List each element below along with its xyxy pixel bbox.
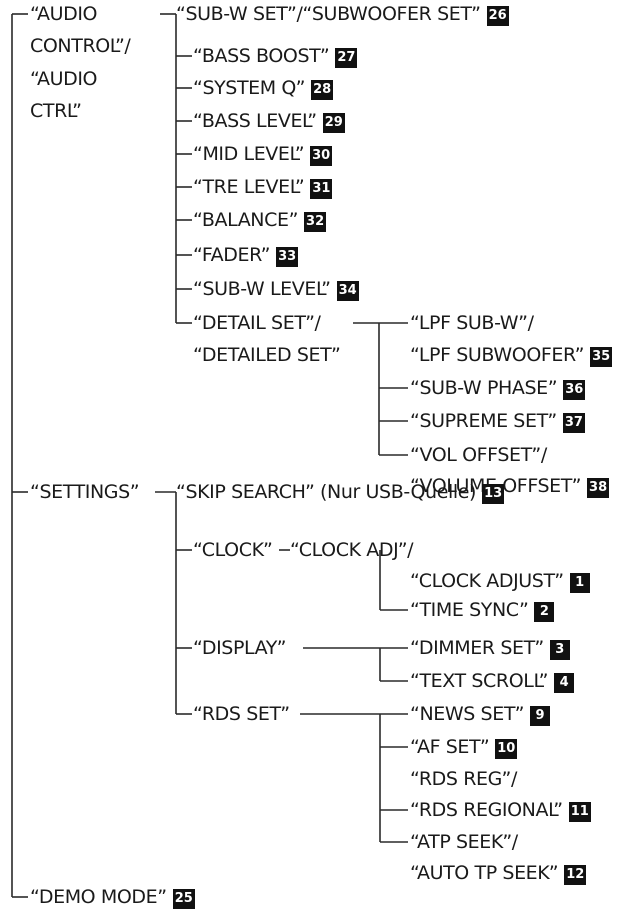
- item-label: “TEXT SCROLL”: [410, 670, 549, 692]
- item-label: “AUTO TP SEEK”: [410, 862, 559, 884]
- page-ref-badge: 10: [495, 739, 518, 759]
- page-ref-badge: 37: [562, 413, 585, 433]
- page-ref-badge: 29: [322, 113, 345, 133]
- item-label: “SUB-W LEVEL”: [193, 278, 331, 300]
- page-ref-badge: 13: [482, 484, 505, 504]
- page-ref-badge: 27: [335, 48, 358, 68]
- menu-item-time-sync: “TIME SYNC”2: [410, 598, 555, 622]
- item-label: “FADER”: [193, 244, 271, 266]
- page-ref-badge: 1: [569, 573, 590, 593]
- menu-item-mid-level: “MID LEVEL”30: [193, 142, 333, 166]
- menu-item-rds-reg-line2: “RDS REGIONAL”11: [410, 798, 591, 822]
- audio-control-label-line3: “AUDIO: [30, 68, 98, 90]
- page-ref-badge: 31: [310, 179, 333, 199]
- item-label: “SKIP SEARCH” (Nur USB-Quelle): [176, 481, 477, 503]
- page-ref-badge: 28: [311, 80, 334, 100]
- menu-item-atp-seek-line1: “ATP SEEK”/: [410, 831, 518, 853]
- page-ref-badge: 9: [530, 706, 551, 726]
- menu-item-news-set: “NEWS SET”9: [410, 702, 551, 726]
- page-ref-badge: 25: [172, 889, 195, 909]
- menu-item-balance: “BALANCE”32: [193, 208, 327, 232]
- menu-item-clock-adj-line2: “CLOCK ADJUST”1: [410, 569, 590, 593]
- page-ref-badge: 2: [534, 602, 555, 622]
- page-ref-badge: 32: [304, 212, 327, 232]
- menu-item-lpf-subw-line1: “LPF SUB-W”/: [410, 312, 534, 334]
- menu-item-clock: “CLOCK”: [193, 539, 273, 561]
- audio-control-label-line4: CTRL”: [30, 100, 82, 122]
- menu-item-detail-set-line1: “DETAIL SET”/: [193, 312, 321, 334]
- menu-item-subw-level: “SUB-W LEVEL”34: [193, 277, 359, 301]
- menu-item-vol-offset-line1: “VOL OFFSET”/: [410, 444, 547, 466]
- menu-item-lpf-subw-line2: “LPF SUBWOOFER”35: [410, 343, 613, 367]
- menu-item-bass-boost: “BASS BOOST”27: [193, 44, 358, 68]
- item-label: “BASS BOOST”: [193, 45, 330, 67]
- item-label: “DEMO MODE”: [30, 886, 167, 908]
- menu-item-text-scroll: “TEXT SCROLL”4: [410, 669, 575, 693]
- menu-item-skip-search: “SKIP SEARCH” (Nur USB-Quelle)13: [176, 480, 505, 504]
- page-ref-badge: 36: [563, 380, 586, 400]
- page-ref-badge: 34: [336, 281, 359, 301]
- item-label: “LPF SUBWOOFER”: [410, 344, 585, 366]
- menu-item-clock-adj-line1: “CLOCK ADJ”/: [290, 539, 414, 561]
- settings-label: “SETTINGS”: [30, 481, 140, 503]
- item-label: “RDS REGIONAL”: [410, 799, 563, 821]
- menu-item-fader: “FADER”33: [193, 243, 299, 267]
- item-label: “AF SET”: [410, 736, 490, 758]
- page-ref-badge: 26: [486, 6, 509, 26]
- item-label: “SUB-W SET”/“SUBWOOFER SET”: [176, 3, 481, 25]
- audio-control-label-line2: CONTROL”/: [30, 35, 131, 57]
- page-ref-badge: 11: [568, 802, 591, 822]
- item-label: “TIME SYNC”: [410, 599, 529, 621]
- page-ref-badge: 4: [554, 673, 575, 693]
- menu-item-bass-level: “BASS LEVEL”29: [193, 109, 345, 133]
- menu-item-tre-level: “TRE LEVEL”31: [193, 175, 333, 199]
- menu-item-subw-phase: “SUB-W PHASE”36: [410, 376, 586, 400]
- page-ref-badge: 35: [590, 347, 613, 367]
- item-label: “CLOCK ADJUST”: [410, 570, 564, 592]
- audio-control-label-line1: “AUDIO: [30, 3, 98, 25]
- item-label: “MID LEVEL”: [193, 143, 305, 165]
- item-label: “SUB-W PHASE”: [410, 377, 558, 399]
- page-ref-badge: 38: [587, 478, 610, 498]
- item-label: “SYSTEM Q”: [193, 77, 306, 99]
- menu-item-demo-mode: “DEMO MODE”25: [30, 885, 195, 909]
- menu-item-supreme-set: “SUPREME SET”37: [410, 409, 585, 433]
- menu-item-subw-set: “SUB-W SET”/“SUBWOOFER SET”26: [176, 2, 509, 26]
- menu-item-rds-reg-line1: “RDS REG”/: [410, 768, 517, 790]
- page-ref-badge: 33: [276, 247, 299, 267]
- page-ref-badge: 30: [310, 146, 333, 166]
- item-label: “TRE LEVEL”: [193, 176, 305, 198]
- menu-item-display: “DISPLAY”: [193, 637, 287, 659]
- menu-item-detail-set-line2: “DETAILED SET”: [193, 344, 341, 366]
- menu-item-rds-set: “RDS SET”: [193, 703, 290, 725]
- item-label: “DIMMER SET”: [410, 637, 544, 659]
- page-ref-badge: 12: [564, 865, 587, 885]
- item-label: “BALANCE”: [193, 209, 299, 231]
- item-label: “SUPREME SET”: [410, 410, 557, 432]
- menu-item-system-q: “SYSTEM Q”28: [193, 76, 334, 100]
- item-label: “NEWS SET”: [410, 703, 525, 725]
- menu-item-atp-seek-line2: “AUTO TP SEEK”12: [410, 861, 587, 885]
- page-ref-badge: 3: [549, 640, 570, 660]
- menu-item-dimmer-set: “DIMMER SET”3: [410, 636, 570, 660]
- menu-item-af-set: “AF SET”10: [410, 735, 518, 759]
- item-label: “BASS LEVEL”: [193, 110, 317, 132]
